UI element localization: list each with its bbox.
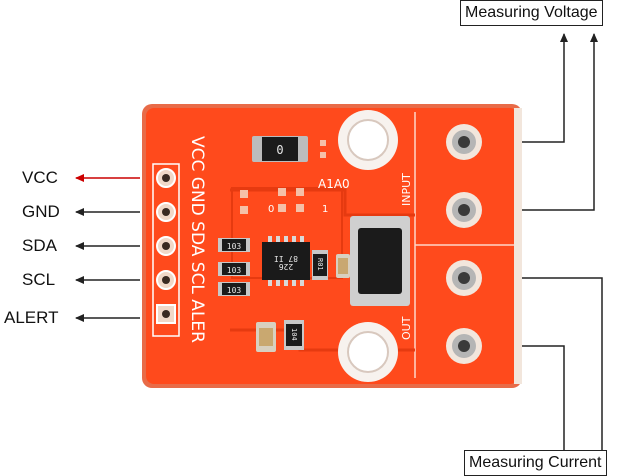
silkscreen-pin-names: VCC GND SDA SCL ALER (187, 136, 207, 343)
mounting-hole-bottom (338, 322, 398, 382)
terminal-output-plus (446, 260, 482, 296)
bottom-resistor: 104 (284, 320, 304, 350)
current-connector-lines (522, 277, 603, 450)
pullup-resistor: 103 (218, 262, 250, 276)
top-chip-resistor: 0 (252, 136, 308, 162)
capacitor (336, 254, 350, 278)
pin-pad (156, 304, 176, 324)
terminal-output-minus (446, 328, 482, 364)
current-callout: Measuring Current (464, 450, 607, 476)
addr-one-label: 1 (322, 204, 328, 215)
pin-pad (156, 236, 176, 256)
top-chip-label: 0 (276, 143, 283, 157)
board-surface (146, 108, 518, 384)
pin-pad (156, 168, 176, 188)
bottom-resistor-label: 104 (290, 328, 298, 341)
ic-marking-1: 87 II (274, 254, 298, 263)
pullup-resistor: 103 (218, 238, 250, 252)
resistor-label: 103 (227, 242, 242, 251)
input-label: INPUT (400, 173, 413, 206)
ina226-ic: 87 II 226 (262, 236, 310, 286)
bottom-capacitor (256, 322, 276, 352)
output-label: OUT (400, 316, 413, 340)
address-jumper-pads (240, 188, 304, 214)
shunt-resistor (350, 216, 410, 306)
pullup-resistor: 103 (218, 282, 250, 296)
pin-arrows (75, 174, 140, 322)
pin-header (152, 163, 180, 337)
pin-pad (156, 270, 176, 290)
address-label: A1A0 (318, 177, 350, 191)
voltage-callout: Measuring Voltage (460, 0, 603, 26)
pin-label-gnd: GND (22, 202, 60, 221)
ic-marking-2: 226 (279, 262, 294, 271)
terminal-input-plus (446, 124, 482, 160)
pin-label-alert: ALERT (4, 308, 59, 327)
resistor-label: 103 (227, 266, 242, 275)
resistor-label: 103 (227, 286, 242, 295)
terminal-input-minus (446, 192, 482, 228)
pin-label-scl: SCL (22, 270, 56, 289)
pcb-board (142, 104, 522, 388)
mounting-hole-top (338, 110, 398, 170)
small-resistor-label: R01 (316, 258, 324, 271)
small-resistor: R01 (312, 250, 328, 280)
pin-label-vcc: VCC (22, 168, 58, 187)
pin-label-sda: SDA (22, 236, 57, 255)
addr-zero-label: 0 (268, 204, 274, 215)
voltage-connector-lines (522, 33, 598, 211)
pin-pad (156, 202, 176, 222)
